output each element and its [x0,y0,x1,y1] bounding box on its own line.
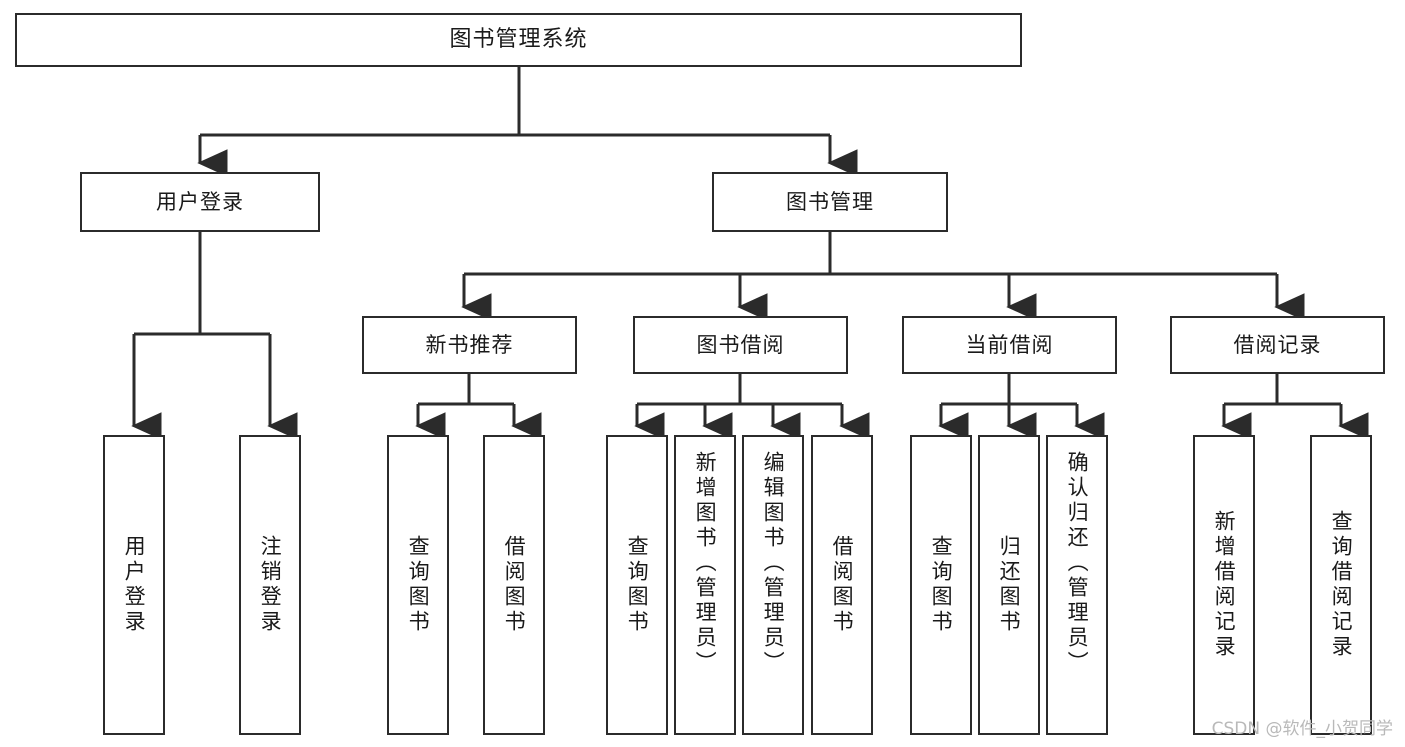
leaf-record-add-record[interactable]: 新增借阅记录 [1193,435,1255,735]
leaf-record-query-record[interactable]: 查询借阅记录 [1310,435,1372,735]
node-label: 查询图书 [929,535,954,635]
node-root-system[interactable]: 图书管理系统 [15,13,1022,67]
node-user-login[interactable]: 用户登录 [80,172,320,232]
node-label: 借阅图书 [502,535,527,635]
node-label: 借阅图书 [830,535,855,635]
node-book-borrow[interactable]: 图书借阅 [633,316,848,374]
node-label: 查询图书 [625,535,650,635]
leaf-borrow-add-book-admin[interactable]: 新增图书（管理员） [674,435,736,735]
leaf-borrow-borrow-book[interactable]: 借阅图书 [811,435,873,735]
node-book-management[interactable]: 图书管理 [712,172,948,232]
leaf-user-login-logout[interactable]: 注销登录 [239,435,301,735]
node-label: 当前借阅 [965,332,1054,357]
leaf-current-confirm-return-admin[interactable]: 确认归还（管理员） [1046,435,1108,735]
node-new-book-recommend[interactable]: 新书推荐 [362,316,577,374]
leaf-borrow-edit-book-admin[interactable]: 编辑图书（管理员） [742,435,804,735]
node-label: 用户登录 [122,535,147,635]
node-label: 查询图书 [406,535,431,635]
leaf-user-login-login[interactable]: 用户登录 [103,435,165,735]
node-borrow-record[interactable]: 借阅记录 [1170,316,1385,374]
node-label: 图书借阅 [696,332,785,357]
node-label: 注销登录 [258,535,283,635]
node-label: 图书管理系统 [449,27,588,53]
node-label: 确认归还（管理员） [1065,451,1090,676]
leaf-current-return-book[interactable]: 归还图书 [978,435,1040,735]
leaf-borrow-query-book[interactable]: 查询图书 [606,435,668,735]
watermark-text: CSDN @软件_小贺同学 [1211,719,1393,739]
node-label: 编辑图书（管理员） [761,451,786,676]
leaf-current-query-book[interactable]: 查询图书 [910,435,972,735]
node-current-borrow[interactable]: 当前借阅 [902,316,1117,374]
node-label: 归还图书 [997,535,1022,635]
node-label: 查询借阅记录 [1329,510,1354,660]
node-label: 借阅记录 [1233,332,1322,357]
node-label: 用户登录 [156,189,244,214]
node-label: 新增图书（管理员） [693,451,718,676]
leaf-recommend-borrow-book[interactable]: 借阅图书 [483,435,545,735]
node-label: 图书管理 [786,189,874,214]
leaf-recommend-query-book[interactable]: 查询图书 [387,435,449,735]
node-label: 新书推荐 [425,332,514,357]
node-label: 新增借阅记录 [1212,510,1237,660]
